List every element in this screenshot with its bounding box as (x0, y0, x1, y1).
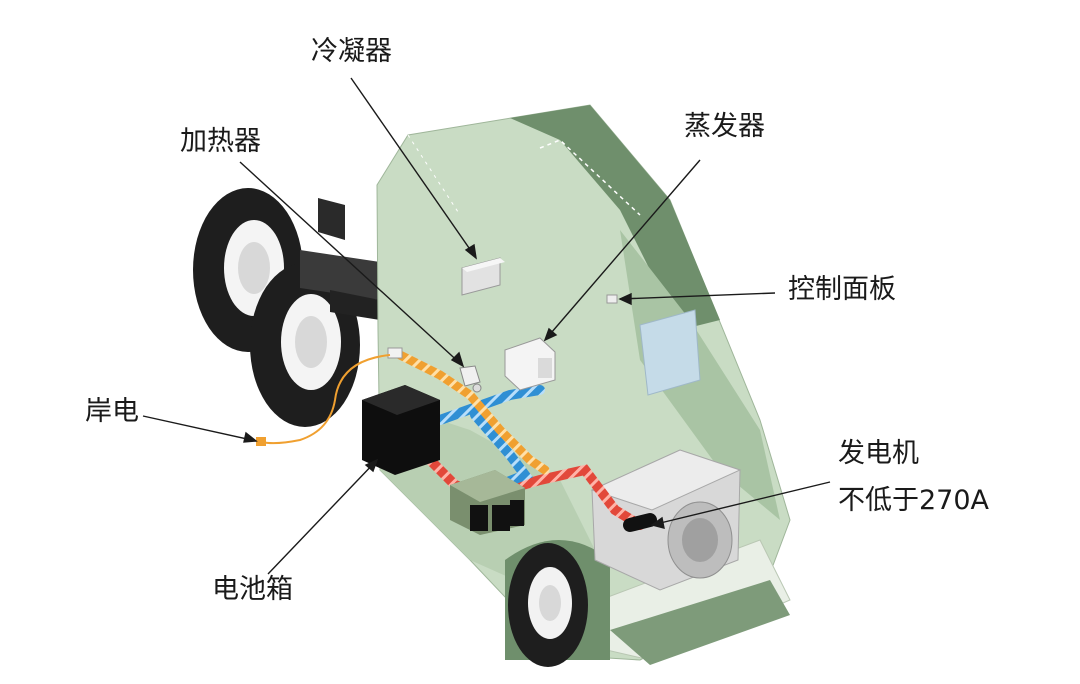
leader-evaporator (544, 159, 701, 341)
shore-power-socket (387, 347, 403, 359)
leader-heater (239, 161, 464, 367)
label-control-panel: 控制面板 (788, 274, 896, 305)
arrow-battery (364, 458, 379, 473)
arrow-generator (650, 516, 665, 529)
front-wheel (505, 540, 610, 667)
arrow-control (618, 292, 632, 306)
generator-unit (590, 449, 742, 591)
shore-power-plug (256, 437, 266, 446)
arrow-heater (450, 351, 465, 368)
label-evaporator: 蒸发器 (684, 111, 765, 142)
battery-box-shape (362, 385, 440, 475)
control-panel-unit (606, 294, 618, 304)
leader-shore (142, 415, 257, 442)
leader-condenser (350, 77, 477, 259)
label-generator: 发电机 (838, 438, 919, 469)
generator-connector (623, 513, 657, 532)
arrow-evaporator (543, 327, 558, 342)
shore-power-cable (261, 354, 391, 445)
condenser-unit (461, 257, 505, 296)
evaporator-unit (504, 337, 556, 391)
leader-battery (267, 459, 378, 575)
label-shore-power: 岸电 (85, 396, 139, 427)
arrow-condenser (464, 243, 477, 260)
batteries (450, 470, 525, 535)
label-condenser: 冷凝器 (311, 36, 392, 67)
leader-lines (142, 77, 831, 575)
leader-control (619, 292, 776, 300)
arrow-shore (243, 431, 258, 443)
leader-generator (651, 481, 831, 526)
label-generator-spec: 不低于270A (838, 485, 990, 516)
label-heater: 加热器 (180, 126, 261, 157)
chassis (300, 198, 380, 320)
heater-unit (459, 365, 482, 393)
label-battery-box: 电池箱 (212, 574, 293, 605)
